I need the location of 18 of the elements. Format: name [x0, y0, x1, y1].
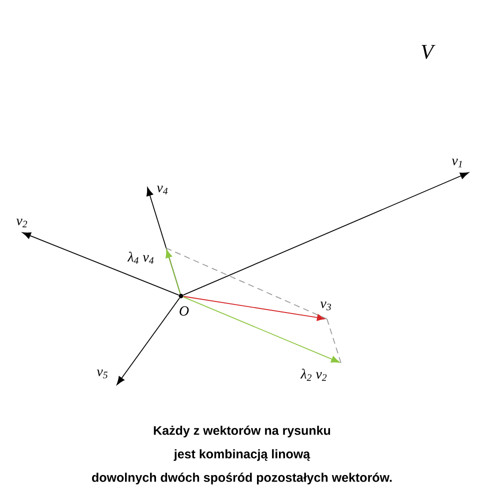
vector-label: v$_{2}$ — [16, 218, 28, 228]
dashed-line — [326, 318, 342, 364]
vector-label: λ$_{2}$ v$_{2}$ — [300, 368, 327, 381]
vector-arrow — [22, 232, 180, 296]
vector-arrow — [182, 296, 340, 363]
point-label: O — [180, 306, 189, 316]
vector-arrow — [182, 172, 469, 296]
vector-label: v$_{4}$ — [156, 186, 168, 194]
vector-label: v$_{1}$ — [452, 158, 462, 168]
vector-label: λ$_{4}$ v$_{4}$ — [127, 252, 154, 264]
vector-label: v$_{3}$ — [320, 302, 331, 310]
vector-arrow — [182, 296, 326, 321]
vector-label: v$_{5}$ — [96, 370, 108, 378]
vector-arrow — [116, 298, 180, 385]
space-label: V — [422, 44, 436, 60]
vector-arrow — [166, 249, 181, 294]
caption: Każdy z wektorów na rysunku jest kombinacją linową dowolnych dwóch spośród pozostałych wektorów. — [92, 426, 392, 484]
dashed-line — [166, 248, 328, 320]
